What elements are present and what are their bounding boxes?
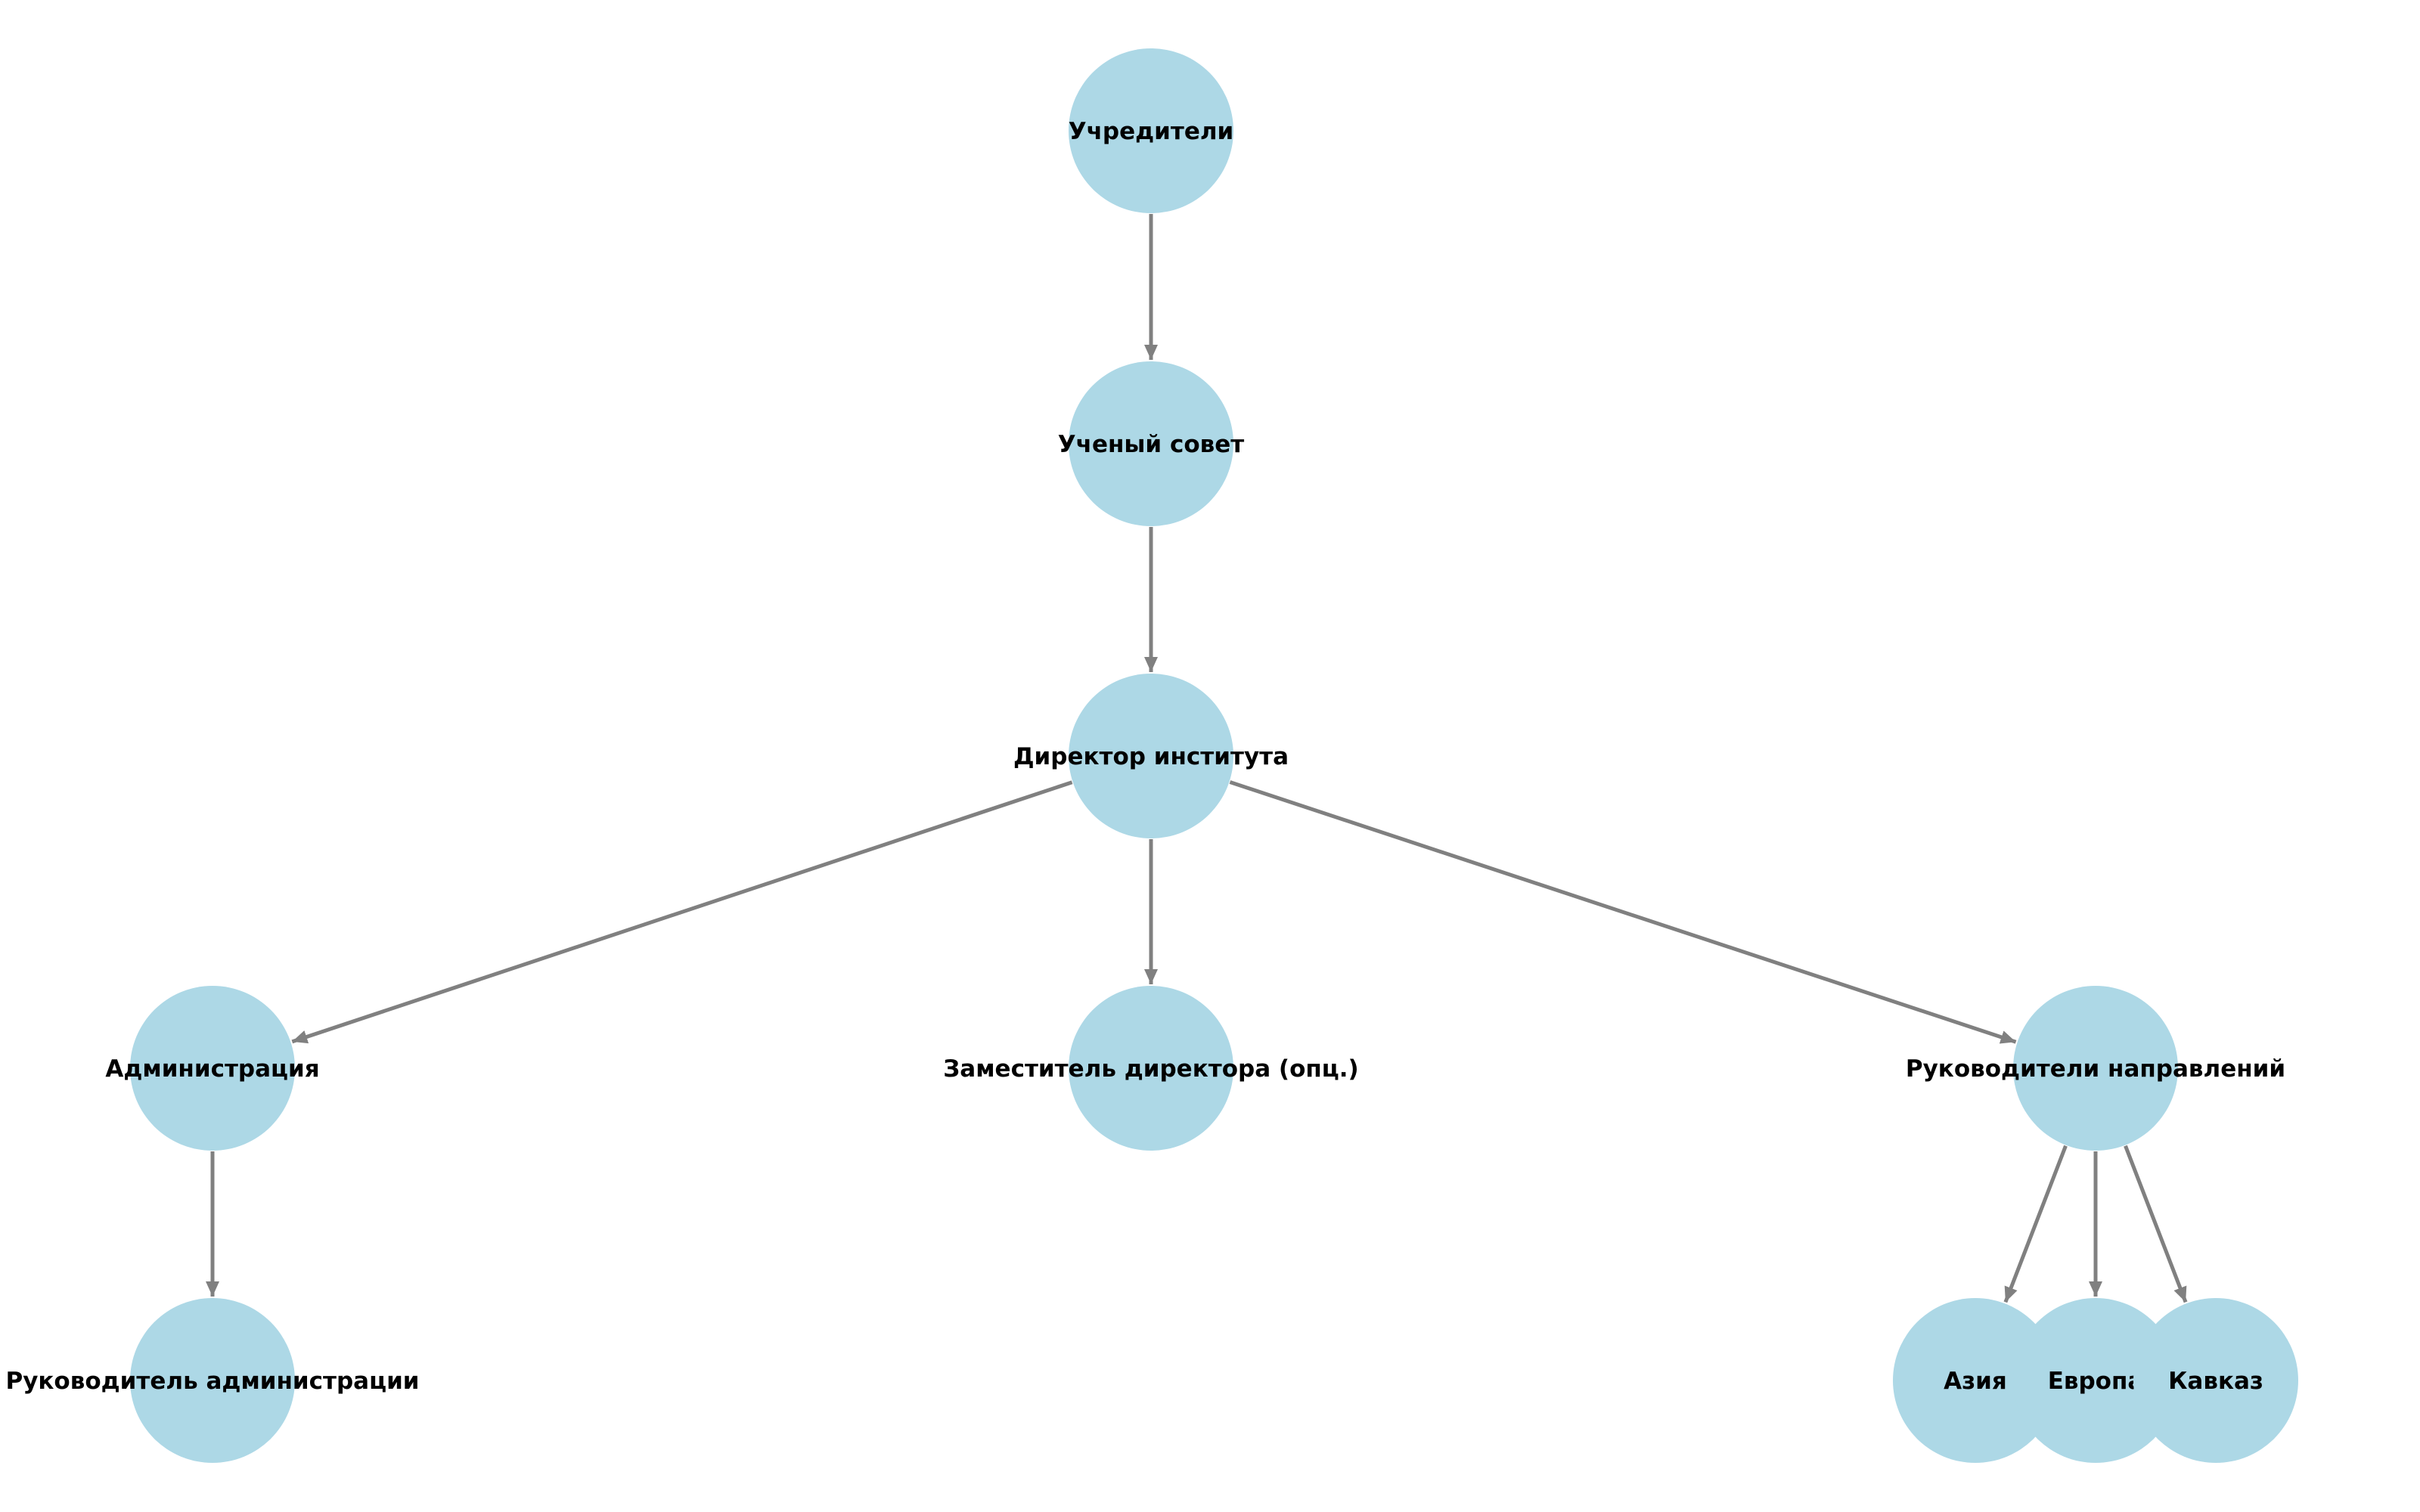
node-label-academic-council: Ученый совет bbox=[1058, 431, 1244, 458]
node-deputy-director: Заместитель директора (опц.) bbox=[943, 986, 1359, 1151]
node-circle-asia bbox=[1893, 1298, 2058, 1463]
node-label-caucasus: Кавказ bbox=[2168, 1368, 2263, 1395]
node-label-asia: Азия bbox=[1944, 1368, 2007, 1395]
node-label-direction-heads: Руководители направлений bbox=[1906, 1055, 2285, 1083]
node-academic-council: Ученый совет bbox=[1058, 361, 1244, 526]
node-circle-administration-head bbox=[130, 1298, 295, 1463]
node-label-administration: Администрация bbox=[105, 1055, 319, 1083]
node-asia: Азия bbox=[1893, 1298, 2058, 1463]
node-direction-heads: Руководители направлений bbox=[1906, 986, 2285, 1151]
node-label-director: Директор института bbox=[1013, 743, 1289, 770]
node-label-deputy-director: Заместитель директора (опц.) bbox=[943, 1055, 1358, 1083]
edge-director-to-administration bbox=[291, 780, 1073, 1044]
node-circle-direction-heads bbox=[2013, 986, 2178, 1151]
edge-direction-heads-to-caucasus bbox=[2124, 1145, 2188, 1303]
edge-director-to-direction-heads bbox=[1229, 780, 2017, 1044]
node-circle-caucasus bbox=[2133, 1298, 2298, 1463]
node-circle-director bbox=[1069, 674, 1233, 838]
node-circle-deputy-director bbox=[1069, 986, 1233, 1151]
node-circle-europe bbox=[2013, 1298, 2178, 1463]
node-administration-head: Руководитель администрации bbox=[5, 1298, 420, 1463]
node-label-europe: Европа bbox=[2048, 1368, 2144, 1395]
node-director: Директор института bbox=[1013, 674, 1289, 838]
node-administration: Администрация bbox=[105, 986, 320, 1151]
node-caucasus: Кавказ bbox=[2133, 1298, 2298, 1463]
node-europe: Европа bbox=[2013, 1298, 2178, 1463]
node-founders: Учредители bbox=[1069, 48, 1234, 213]
edges-layer bbox=[206, 214, 2188, 1303]
node-circle-academic-council bbox=[1069, 361, 1233, 526]
node-circle-administration bbox=[130, 986, 295, 1151]
node-label-administration-head: Руководитель администрации bbox=[5, 1368, 419, 1395]
node-circle-founders bbox=[1069, 48, 1233, 213]
edge-direction-heads-to-asia bbox=[2003, 1145, 2068, 1303]
node-label-founders: Учредители bbox=[1069, 118, 1234, 145]
